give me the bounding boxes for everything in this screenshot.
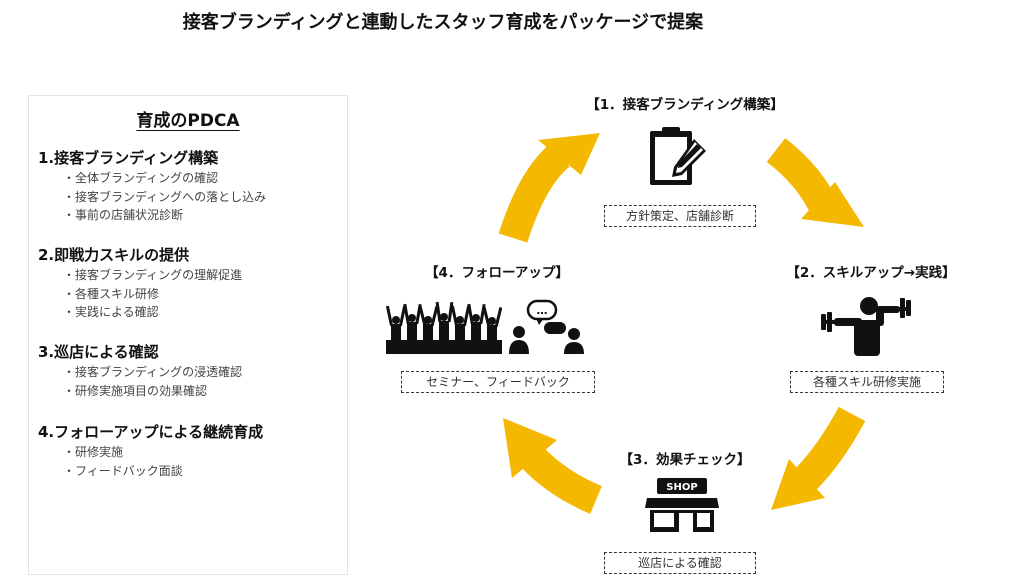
pdca-title: 育成のPDCA (136, 111, 240, 131)
section-item: ・研修実施 (63, 445, 124, 459)
shop-icon: SHOP (645, 478, 719, 532)
stage-3-label: 【3．効果チェック】 (619, 452, 751, 468)
section-item: ・全体ブランディングの確認 (63, 171, 219, 185)
stage-2-label: 【2．スキルアップ→実践】 (786, 265, 956, 281)
pdca-section-2: 2.即戦力スキルの提供 ・接客ブランディングの理解促進 ・各種スキル研修 ・実践… (38, 245, 343, 322)
cycle-arrow-1-to-2 (766, 138, 864, 227)
stage-4-label: 【4．フォローアップ】 (425, 265, 569, 281)
stage-1-label: 【1．接客ブランディング構築】 (586, 97, 784, 113)
stage-2-box: 各種スキル研修実施 (790, 371, 944, 393)
section-item: ・研修実施項目の効果確認 (63, 383, 208, 398)
pdca-panel: 育成のPDCA 1.接客ブランディング構築 ・全体ブランディングの確認 ・接客ブ… (28, 95, 348, 575)
section-item: ・事前の店舗状況診断 (63, 208, 184, 222)
cycle-arrow-4-to-1 (498, 133, 600, 243)
section-heading: 1.接客ブランディング構築 (38, 149, 219, 167)
section-heading: 4.フォローアップによる継続育成 (38, 423, 264, 441)
stage-4-box: セミナー、フィードバック (401, 371, 595, 393)
pdca-section-4: 4.フォローアップによる継続育成 ・研修実施 ・フィードバック面談 (38, 422, 343, 480)
pdca-section-1: 1.接客ブランディング構築 ・全体ブランディングの確認 ・接客ブランディングへの… (38, 148, 343, 225)
pdca-section-3: 3.巡店による確認 ・接客ブランディングの浸透確認 ・研修実施項目の効果確認 (38, 342, 343, 400)
clipboard-pencil-icon (650, 127, 706, 185)
crowd-icon (386, 301, 502, 354)
shop-sign-text: SHOP (666, 482, 697, 493)
section-item: ・実践による確認 (63, 305, 159, 319)
section-heading: 2.即戦力スキルの提供 (38, 246, 190, 264)
section-item: ・各種スキル研修 (63, 286, 160, 301)
discussion-icon: … (509, 299, 584, 354)
speech-dots: … (537, 304, 548, 317)
weightlifter-icon (821, 297, 911, 356)
stage-3-box: 巡店による確認 (604, 552, 756, 574)
section-item: ・接客ブランディングへの落とし込み (63, 189, 267, 204)
cycle-arrow-2-to-3 (771, 406, 866, 510)
cycle-arrow-3-to-4 (503, 418, 603, 514)
page-title: 接客ブランディングと連動したスタッフ育成をパッケージで提案 (182, 12, 704, 33)
stage-1-box: 方針策定、店舗診断 (604, 205, 756, 227)
section-item: ・フィードバック面談 (63, 463, 183, 478)
section-item: ・接客ブランディングの理解促進 (63, 268, 243, 282)
section-item: ・接客ブランディングの浸透確認 (63, 365, 243, 379)
section-heading: 3.巡店による確認 (38, 343, 159, 361)
